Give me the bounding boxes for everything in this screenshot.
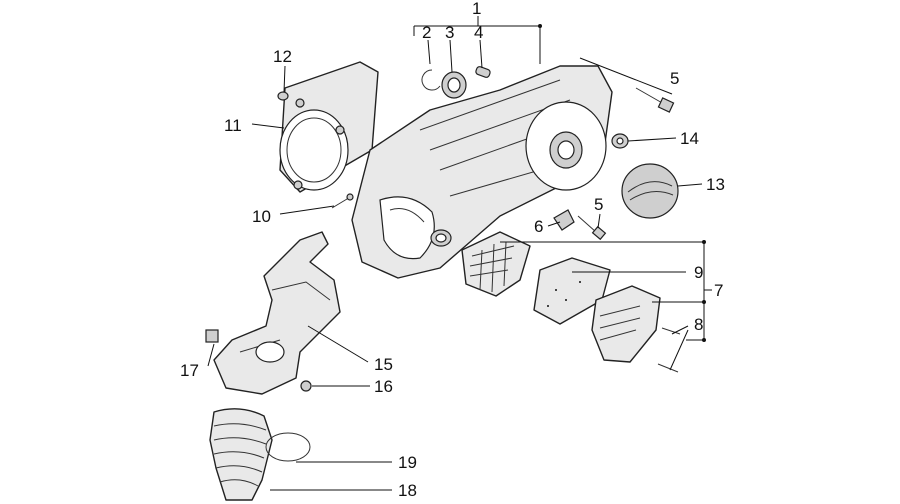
part-7-filter-cover [591, 285, 661, 363]
callout-7: 7 [714, 281, 723, 300]
callout-6: 6 [534, 217, 543, 236]
callout-5-lower: 5 [594, 195, 603, 214]
callout-1: 1 [472, 0, 481, 18]
part-2-circlip [421, 69, 441, 91]
callout-17: 17 [180, 361, 199, 380]
part-5-bolt-lower [577, 215, 607, 241]
callout-19: 19 [398, 453, 417, 472]
callout-8: 8 [694, 315, 703, 334]
callout-2: 2 [422, 23, 431, 42]
part-14-grommet [611, 133, 629, 149]
part-3-bearing [441, 71, 467, 99]
part-8-screws [657, 327, 681, 373]
callout-11: 11 [224, 116, 242, 135]
callout-5-upper: 5 [670, 69, 679, 88]
callout-15: 15 [374, 355, 393, 374]
part-16-screw [300, 380, 312, 392]
part-11-cover-plate [279, 61, 379, 193]
callout-labels: 1 2 3 4 5 12 11 14 13 5 6 10 9 7 8 15 16… [180, 0, 725, 500]
callout-10: 10 [252, 207, 271, 226]
part-13-cap [621, 163, 679, 219]
callout-18: 18 [398, 481, 417, 500]
callout-4: 4 [474, 23, 483, 42]
callout-9: 9 [694, 263, 703, 282]
leader-lines [207, 16, 712, 491]
part-10-screw [331, 193, 354, 209]
part-12-screw [277, 91, 289, 101]
callout-13: 13 [706, 175, 725, 194]
part-6-clip [553, 209, 575, 231]
callout-16: 16 [374, 377, 393, 396]
part-5-bolt-upper [635, 87, 675, 113]
part-17-clip-nut [205, 329, 219, 343]
part-15-intake-duct [213, 231, 341, 395]
callout-14: 14 [680, 129, 699, 148]
callout-3: 3 [445, 23, 454, 42]
callout-12: 12 [273, 47, 292, 66]
part-18-sleeve [209, 408, 273, 501]
part-19-clamp [265, 432, 311, 462]
part-7-filter-housing [461, 231, 531, 297]
part-1-transmission-cover [351, 65, 613, 279]
part-4-dowel-pin [475, 66, 491, 78]
